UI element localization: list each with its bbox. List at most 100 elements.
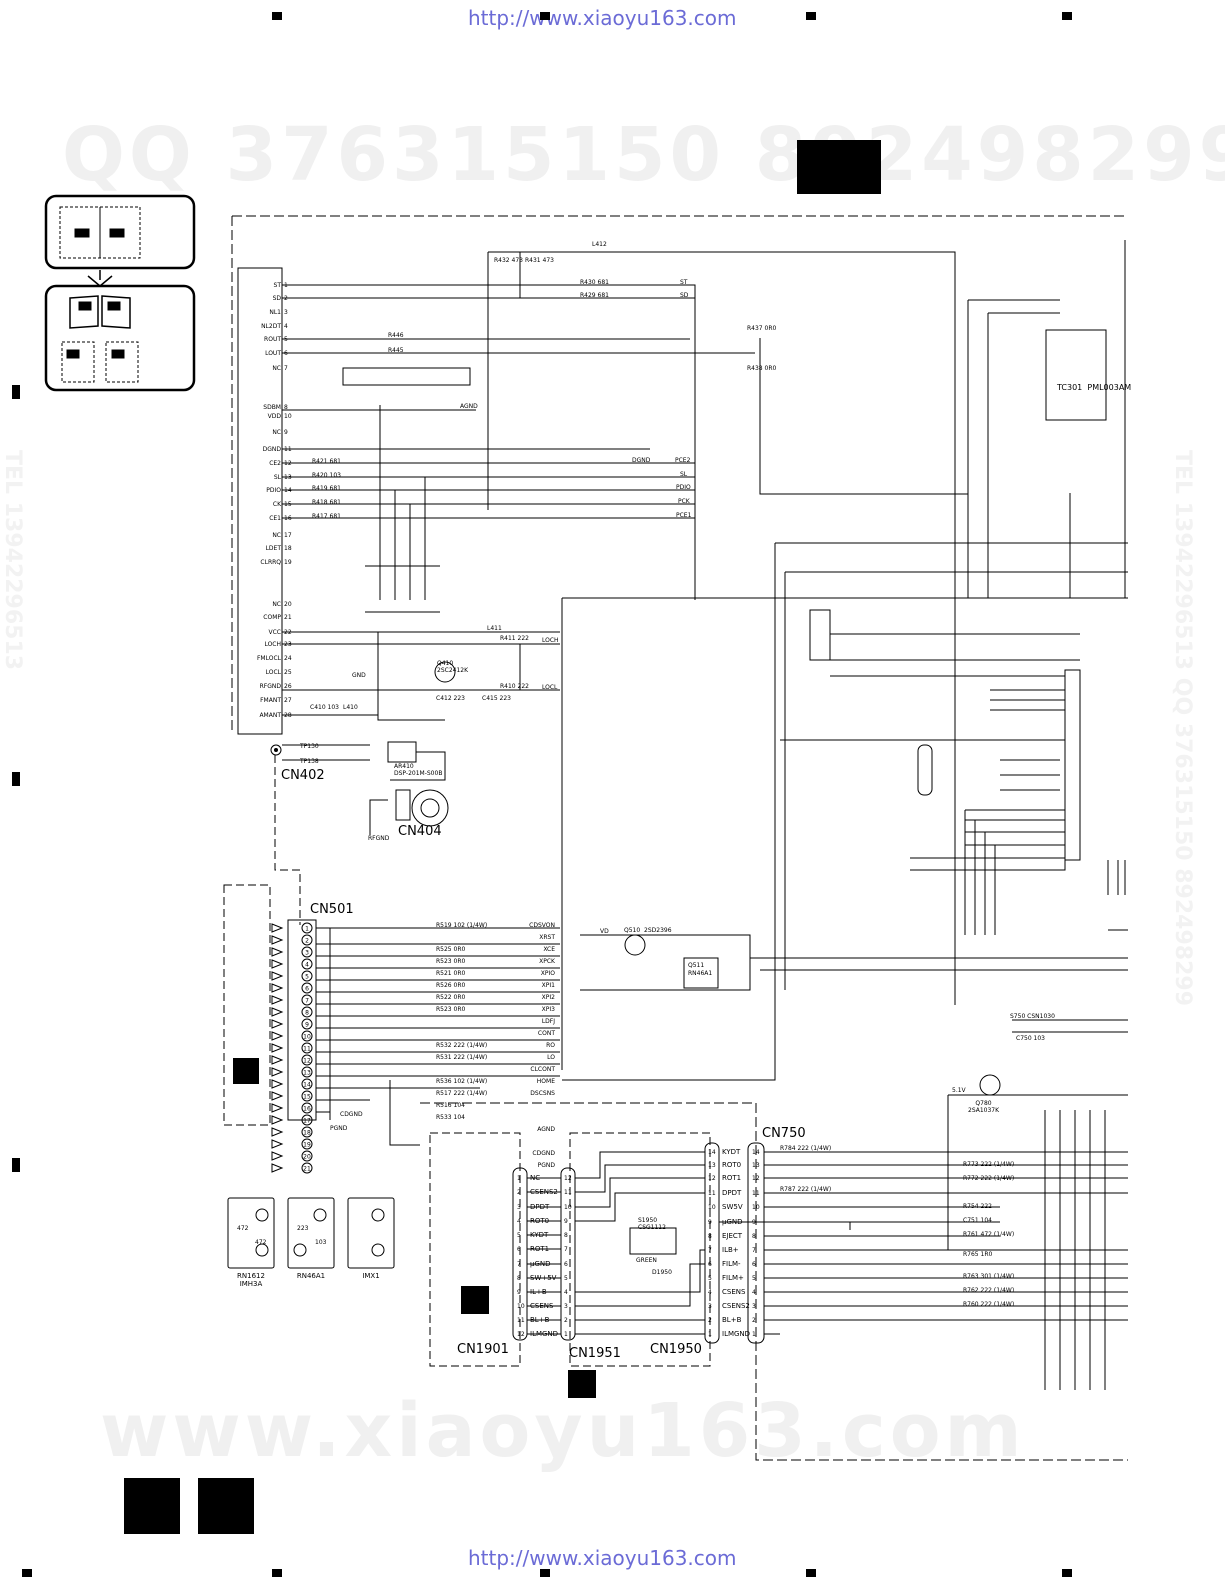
signal-label: GND bbox=[352, 672, 366, 679]
header-pin-number: 18 bbox=[284, 545, 292, 552]
cn501-arrow bbox=[271, 1007, 284, 1017]
header-pin-name: VDD bbox=[268, 413, 282, 420]
cn1950-pin-number: 12 bbox=[708, 1175, 716, 1182]
cn1951-pin-number: 2 bbox=[564, 1317, 568, 1324]
header-pin-number: 6 bbox=[284, 350, 288, 357]
page-block bbox=[124, 1478, 180, 1534]
resistor-label: R419 681 bbox=[312, 485, 341, 492]
cn750-pin-number: 10 bbox=[752, 1204, 760, 1211]
cn501-pin-number: 3 bbox=[305, 950, 309, 957]
cn501-arrow bbox=[271, 1091, 284, 1101]
header-pin-number: 21 bbox=[284, 614, 292, 621]
header-pin-name: FMLOCL bbox=[257, 655, 282, 662]
cn1950-pin-number: 11 bbox=[708, 1190, 716, 1197]
header-pin-number: 24 bbox=[284, 655, 292, 662]
cn1951-pin-number: 3 bbox=[564, 1303, 568, 1310]
footer-url[interactable]: http://www.xiaoyu163.com bbox=[468, 1546, 737, 1570]
cn501-pin-number: 12 bbox=[303, 1058, 311, 1065]
header-pin-name: LDET bbox=[266, 545, 282, 552]
legend-name: IMX1 bbox=[362, 1272, 379, 1280]
misc-label: TP138 bbox=[299, 758, 319, 765]
cn1901-pin-name: SW+5V bbox=[530, 1274, 557, 1282]
legend-resistor: 472 bbox=[237, 1225, 249, 1232]
right-part-label: R765 1R0 bbox=[963, 1251, 993, 1258]
cn501-arrow bbox=[271, 1079, 284, 1089]
cn501-signal: CDSVON bbox=[529, 922, 555, 929]
resistor-label: R429 681 bbox=[580, 292, 609, 299]
header-pin-name: LOUT bbox=[265, 350, 281, 357]
reg-mark bbox=[12, 772, 20, 786]
header-pin-number: 5 bbox=[284, 336, 288, 343]
cn501-arrow bbox=[271, 1055, 284, 1065]
cn501-pin-number: 9 bbox=[305, 1022, 309, 1029]
cn1901-pin-number: 9 bbox=[517, 1289, 521, 1296]
cn1901-pin-name: DPDT bbox=[530, 1203, 550, 1211]
signal-label: PCK bbox=[678, 498, 691, 505]
tc301-label: TC301 PML003AM bbox=[1057, 383, 1132, 392]
header-pin-name: SD bbox=[273, 295, 282, 302]
resistor-label: L412 bbox=[592, 241, 607, 248]
resistor-label: R438 0R0 bbox=[747, 365, 777, 372]
signal-label: PCE2 bbox=[675, 457, 691, 464]
cn1950-pin-number: 1 bbox=[708, 1331, 712, 1338]
header-pin-name: PDIO bbox=[266, 487, 281, 494]
legend-name: RN1612 bbox=[237, 1272, 265, 1280]
cn1950-label: CN1950 bbox=[650, 1342, 702, 1357]
misc-label: RFGND bbox=[368, 835, 390, 842]
misc-label: CDGND bbox=[340, 1111, 363, 1118]
reg-mark bbox=[272, 12, 282, 20]
right-part-label: R773 222 (1/4W) bbox=[963, 1161, 1014, 1168]
reg-mark bbox=[272, 1569, 282, 1577]
cn501-pin-number: 19 bbox=[303, 1142, 311, 1149]
cn501-pin bbox=[301, 922, 313, 934]
cn404-label: CN404 bbox=[398, 824, 442, 839]
header-pin-name: NC bbox=[272, 365, 281, 372]
cn501-resistor: R516 104 bbox=[436, 1102, 465, 1109]
cn501-pin bbox=[301, 1102, 313, 1114]
header-pin-name: VCC bbox=[269, 629, 281, 636]
header-pin-number: 28 bbox=[284, 712, 292, 719]
cn750-pin-number: 7 bbox=[752, 1247, 756, 1254]
cn501-signal: XPI2 bbox=[542, 994, 555, 1001]
header-pin-number: 10 bbox=[284, 413, 292, 420]
cn501-pin-number: 14 bbox=[303, 1082, 311, 1089]
cn1901-pin-name: BL+B bbox=[530, 1316, 550, 1324]
signal-label: DGND bbox=[632, 457, 651, 464]
cn501-signal: XRST bbox=[539, 934, 555, 941]
cn501-resistor: R536 102 (1/4W) bbox=[436, 1078, 487, 1085]
header-pin-number: 23 bbox=[284, 641, 292, 648]
cn1950-pin-number: 13 bbox=[708, 1162, 716, 1169]
header-pin-name: NL1 bbox=[269, 309, 281, 316]
cn750-label: CN750 bbox=[762, 1126, 806, 1141]
cn750-pin-number: 4 bbox=[752, 1289, 756, 1296]
cn501-pin bbox=[301, 1042, 313, 1054]
cn750-pin-name: ILMGND bbox=[722, 1330, 750, 1338]
watermark-qq: QQ 376315150 892498299 bbox=[62, 112, 1225, 198]
header-pin-number: 25 bbox=[284, 669, 292, 676]
header-pin-name: CE1 bbox=[269, 515, 281, 522]
cn750-pin-number: 14 bbox=[752, 1149, 760, 1156]
cn1951-pin-number: 11 bbox=[564, 1189, 572, 1196]
header-pin-name: NC bbox=[272, 532, 281, 539]
cn501-signal: LDFJ bbox=[542, 1018, 555, 1025]
resistor-label: R445 bbox=[388, 347, 404, 354]
cn1950-pin-number: 14 bbox=[708, 1149, 716, 1156]
cn1951-pin-number: 12 bbox=[564, 1175, 572, 1182]
cn1901-pin-number: 5 bbox=[517, 1232, 521, 1239]
resistor-label: R431 473 bbox=[525, 257, 554, 264]
header-pin-number: 15 bbox=[284, 501, 292, 508]
cn750-pin-name: BL+B bbox=[722, 1316, 742, 1324]
header-pin-number: 12 bbox=[284, 460, 292, 467]
header-pin-number: 2 bbox=[284, 295, 288, 302]
cn750-pin-name: FILM+ bbox=[722, 1274, 744, 1282]
cn1901-pin-name: μGND bbox=[530, 1260, 551, 1268]
cn750-pin-name: ILB+ bbox=[722, 1246, 739, 1254]
cn501-arrow bbox=[271, 1031, 284, 1041]
cn501-pin-number: 10 bbox=[303, 1034, 311, 1041]
header-url[interactable]: http://www.xiaoyu163.com bbox=[468, 6, 737, 30]
reg-mark bbox=[22, 1569, 32, 1577]
right-part-label: R761 472 (1/4W) bbox=[963, 1231, 1014, 1238]
cn501-arrow bbox=[271, 923, 284, 933]
